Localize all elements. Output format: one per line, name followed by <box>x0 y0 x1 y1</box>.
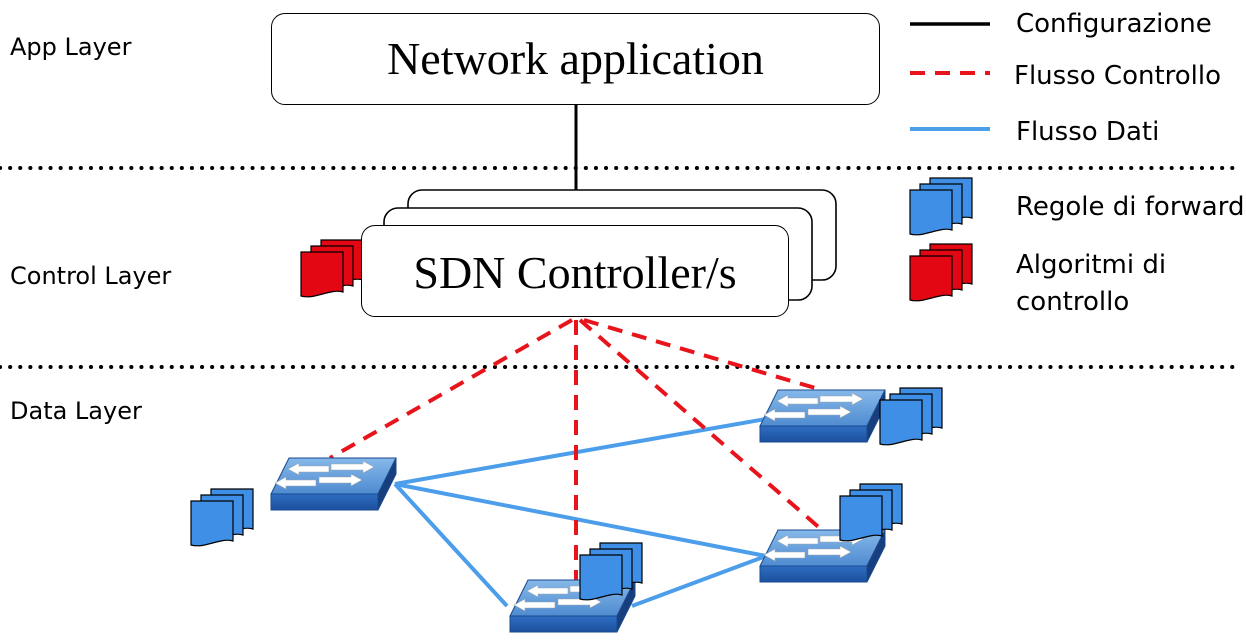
legend-regole-icon <box>909 177 973 236</box>
legend-regole-label: Regole di forward <box>1016 192 1245 222</box>
legend-algoritmi-icon <box>909 243 973 302</box>
network-application-box: Network application <box>271 13 880 105</box>
network-switch-icon <box>270 457 397 511</box>
control-flow-links <box>329 318 824 585</box>
legend-algoritmi-label-line1: Algoritmi di <box>1016 250 1167 280</box>
control-algorithms-icon <box>300 239 364 298</box>
control-link <box>578 318 824 532</box>
data-link <box>393 482 509 608</box>
data-flow-links <box>393 417 767 608</box>
forwarding-rules-icon <box>879 387 943 446</box>
legend-flusso-dati-label: Flusso Dati <box>1016 117 1160 147</box>
forwarding-rules-icon <box>839 483 903 542</box>
control-link <box>583 318 823 392</box>
control-link <box>329 318 573 460</box>
network-application-label: Network application <box>387 33 764 84</box>
control-layer-label: Control Layer <box>10 262 172 290</box>
legend-flusso-controllo-label: Flusso Controllo <box>1014 61 1222 91</box>
forwarding-rules-icon <box>190 488 254 547</box>
network-switch-icon <box>759 529 886 583</box>
legend-configurazione-label: Configurazione <box>1016 9 1212 39</box>
data-link <box>631 554 767 608</box>
legend-algoritmi-label-line2: controllo <box>1016 287 1130 317</box>
network-switch-icon <box>759 389 886 443</box>
app-layer-label: App Layer <box>10 33 132 61</box>
data-layer-label: Data Layer <box>10 397 142 425</box>
sdn-controller-box: SDN Controller/s <box>361 225 789 317</box>
sdn-controller-label: SDN Controller/s <box>413 247 737 298</box>
data-link <box>394 417 767 486</box>
data-link <box>394 482 767 558</box>
